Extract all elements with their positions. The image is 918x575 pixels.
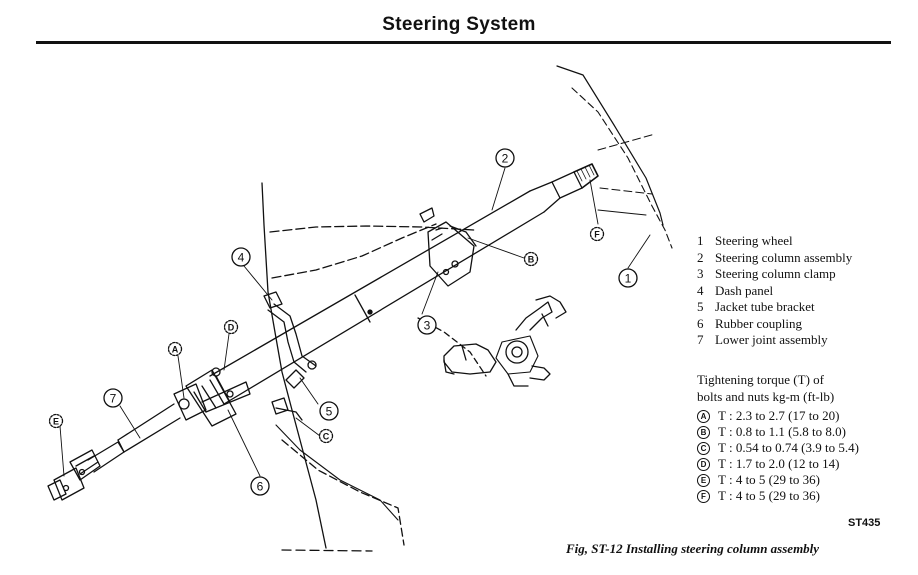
svg-text:5: 5 xyxy=(326,405,333,419)
marker-e-icon: E xyxy=(697,474,710,487)
marker-d: D xyxy=(223,319,239,335)
marker-a: A xyxy=(167,341,183,357)
svg-text:1: 1 xyxy=(625,272,632,286)
svg-text:3: 3 xyxy=(424,319,431,333)
figure-code: ST435 xyxy=(848,517,881,529)
callout-2: 2 xyxy=(495,148,515,168)
clamp-detail-drawing xyxy=(443,295,567,387)
jacket-tube-bracket-drawing xyxy=(263,291,317,421)
marker-a-icon: A xyxy=(697,410,710,423)
steering-column-drawing xyxy=(209,163,599,405)
svg-text:B: B xyxy=(528,255,535,265)
column-clamp-drawing xyxy=(419,207,477,287)
marker-b: B xyxy=(523,251,539,267)
marker-d-icon: D xyxy=(697,458,710,471)
title-rule xyxy=(36,41,891,44)
lower-joint-drawing xyxy=(47,403,181,501)
callout-5: 5 xyxy=(319,401,339,421)
svg-text:7: 7 xyxy=(110,392,117,406)
steering-wheel-drawing xyxy=(556,65,673,249)
marker-f: F xyxy=(589,226,605,242)
leader-lines xyxy=(59,167,651,477)
callout-6: 6 xyxy=(250,476,270,496)
svg-text:2: 2 xyxy=(502,152,509,166)
svg-text:E: E xyxy=(53,417,59,427)
svg-text:6: 6 xyxy=(257,480,264,494)
marker-e: E xyxy=(48,413,64,429)
figure-caption: Fig, ST-12 Installing steering column as… xyxy=(566,541,820,556)
page-title: Steering System xyxy=(382,14,536,35)
marker-f-icon: F xyxy=(697,490,710,503)
svg-text:F: F xyxy=(594,230,600,240)
torque-heading: Tightening torque (T) of bolts and nuts … xyxy=(697,372,835,404)
marker-c: C xyxy=(318,428,334,444)
svg-text:A: A xyxy=(172,345,179,355)
svg-text:C: C xyxy=(323,432,330,442)
callout-4: 4 xyxy=(231,247,251,267)
callout-7: 7 xyxy=(103,388,123,408)
marker-b-icon: B xyxy=(697,426,710,439)
callout-1: 1 xyxy=(618,268,638,288)
callout-3: 3 xyxy=(417,315,437,335)
rubber-coupling-drawing xyxy=(173,367,251,427)
svg-text:4: 4 xyxy=(238,251,245,265)
dash-panel-drawing xyxy=(261,182,487,552)
svg-text:D: D xyxy=(228,323,235,333)
marker-c-icon: C xyxy=(697,442,710,455)
